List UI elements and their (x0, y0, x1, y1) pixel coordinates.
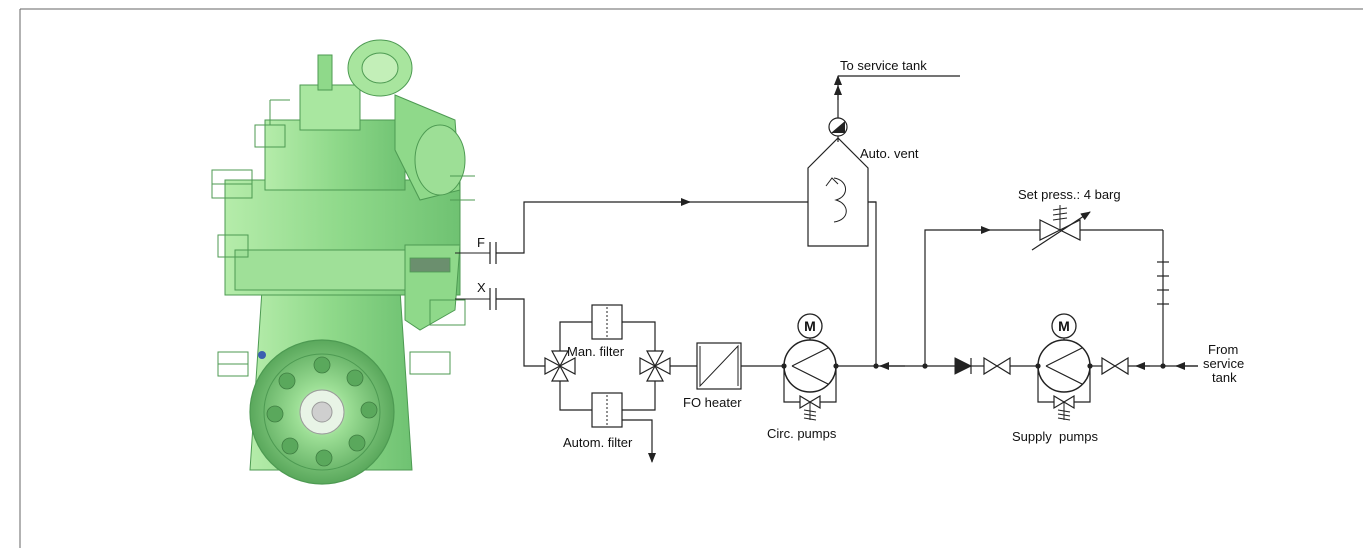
return-line (496, 201, 808, 254)
motor-icon (797, 313, 823, 339)
pump-icon (783, 339, 837, 393)
fo-heater-label: FO heater (683, 395, 742, 410)
supply-motor-label: M (1058, 318, 1070, 334)
circ-motor-label: M (804, 318, 816, 334)
tank-label: tank (1212, 370, 1237, 385)
three-way-valve-icon (639, 350, 671, 382)
auto-vent-label: Auto. vent (860, 146, 919, 161)
pump-icon (1037, 339, 1091, 393)
set-press-label: Set press.: 4 barg (1018, 187, 1121, 202)
circ-pumps-label: Circ. pumps (767, 426, 837, 441)
supply-pumps-label: Supply pumps (1012, 429, 1098, 444)
gate-valve-icon (1101, 356, 1129, 376)
supply-line-x (496, 298, 545, 367)
to-service-tank-label: To service tank (840, 58, 927, 73)
manual-filter (591, 304, 623, 340)
service-label: service (1203, 356, 1244, 371)
man-filter-label: Man. filter (567, 344, 625, 359)
autom-filter-label: Autom. filter (563, 435, 633, 450)
from-label: From (1208, 342, 1238, 357)
deaerating-tank-icon (807, 137, 869, 247)
check-valve-icon (954, 357, 973, 375)
gate-valve-icon (983, 356, 1011, 376)
automatic-filter (591, 392, 623, 428)
engine-illustration (211, 39, 475, 485)
three-way-valve-icon (544, 350, 576, 382)
port-f-label: F (477, 235, 485, 250)
port-x-label: X (477, 280, 486, 295)
